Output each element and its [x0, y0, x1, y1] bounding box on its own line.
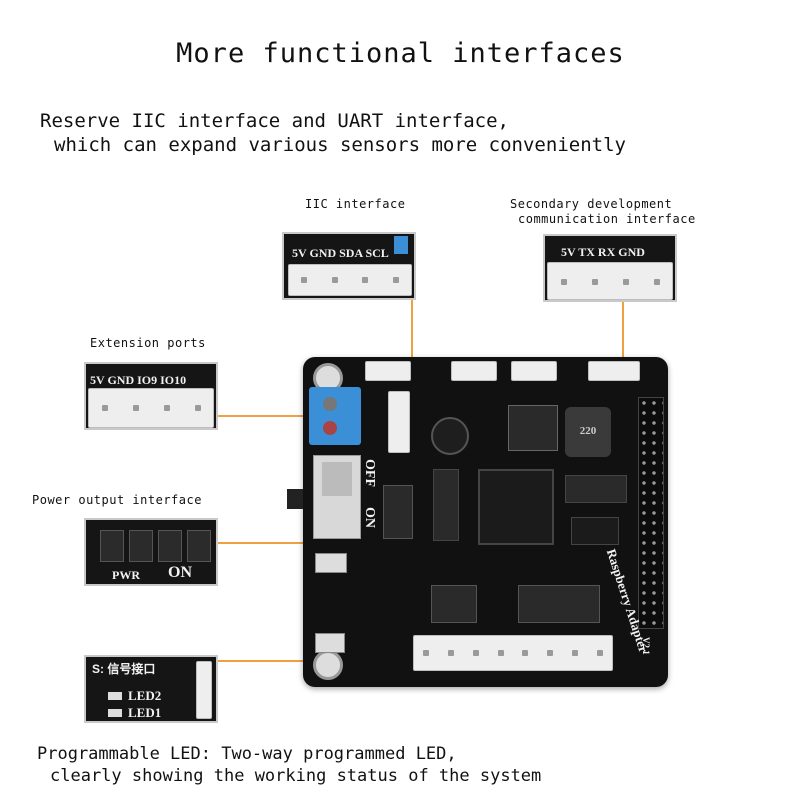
electrolytic-capacitor — [431, 417, 469, 455]
servo-header-b — [518, 585, 600, 623]
extension-pin-labels: 5V GND IO9 IO10 — [90, 373, 187, 387]
motor-connector-b — [511, 361, 557, 381]
iic-leader-line — [411, 300, 413, 366]
uart-pin-labels: 5V TX RX GND — [561, 245, 645, 259]
pwr-silk-label: PWR — [112, 568, 140, 582]
signal-interface-label: S: 信号接口 — [92, 662, 156, 676]
mounting-hole-bottom-left — [313, 650, 343, 680]
small-ic — [571, 517, 619, 545]
reset-button[interactable] — [315, 553, 347, 573]
subtitle-line-1: Reserve IIC interface and UART interface… — [40, 110, 509, 132]
iic-connector-housing — [288, 264, 412, 296]
iic-connector — [365, 361, 411, 381]
uart-connector-housing — [547, 262, 673, 300]
power-header-closeup: PWR ON — [84, 518, 218, 586]
subtitle-line-2: which can expand various sensors more co… — [54, 134, 626, 156]
voltage-regulator — [508, 405, 558, 451]
switch-lever[interactable] — [287, 489, 303, 509]
footer-line-1: Programmable LED: Two-way programmed LED… — [37, 744, 457, 764]
uart-label-line-2: communication interface — [518, 212, 696, 226]
led2-label: LED2 — [128, 688, 162, 703]
extension-ports-label: Extension ports — [90, 336, 206, 350]
switch-on-label: ON — [362, 507, 377, 528]
bottom-connector-row — [413, 635, 613, 671]
power-output-header — [383, 485, 413, 539]
uart-connector — [588, 361, 640, 381]
motor-driver-chip — [478, 469, 554, 545]
power-terminal-block — [309, 387, 361, 445]
led1-label: LED1 — [128, 705, 162, 720]
extension-connector-housing — [88, 388, 214, 428]
signal-connector — [196, 661, 212, 719]
motor-connector-a — [451, 361, 497, 381]
right-pin-header — [565, 475, 627, 503]
power-slide-switch[interactable] — [313, 455, 361, 539]
inductor-label: 220 — [579, 425, 597, 437]
led-closeup: S: 信号接口 LED2 LED1 — [84, 655, 218, 723]
servo-header-a — [431, 585, 477, 623]
power-output-label: Power output interface — [32, 493, 202, 507]
on-silk-label: ON — [168, 564, 192, 581]
iic-interface-label: IIC interface — [305, 197, 406, 211]
iic-connector-closeup: 5V GND SDA SCL — [282, 232, 416, 300]
inductor: 220 — [565, 407, 611, 457]
terminal-corner — [394, 236, 408, 254]
iic-pin-labels: 5V GND SDA SCL — [292, 246, 389, 260]
uart-leader-line — [622, 302, 624, 368]
extension-connector-closeup: 5V GND IO9 IO10 — [84, 362, 218, 430]
version-label: V2.1 — [641, 637, 651, 655]
left-pin-header — [433, 469, 459, 541]
page-title: More functional interfaces — [176, 38, 625, 69]
gpio-header — [638, 397, 664, 629]
footer-line-2: clearly showing the working status of th… — [50, 766, 542, 786]
uart-label-line-1: Secondary development — [510, 197, 673, 211]
switch-off-label: OFF — [362, 459, 377, 487]
led1-component — [108, 709, 122, 717]
uart-connector-closeup: 5V TX RX GND — [543, 234, 677, 302]
extension-connector — [388, 391, 410, 453]
led-leader-line — [218, 660, 328, 662]
led2-component — [108, 692, 122, 700]
user-button[interactable] — [315, 633, 345, 653]
power-header-pins — [100, 530, 211, 562]
driver-board: 220 OFF ON Raspberry Adapter V2.1 — [287, 357, 668, 687]
